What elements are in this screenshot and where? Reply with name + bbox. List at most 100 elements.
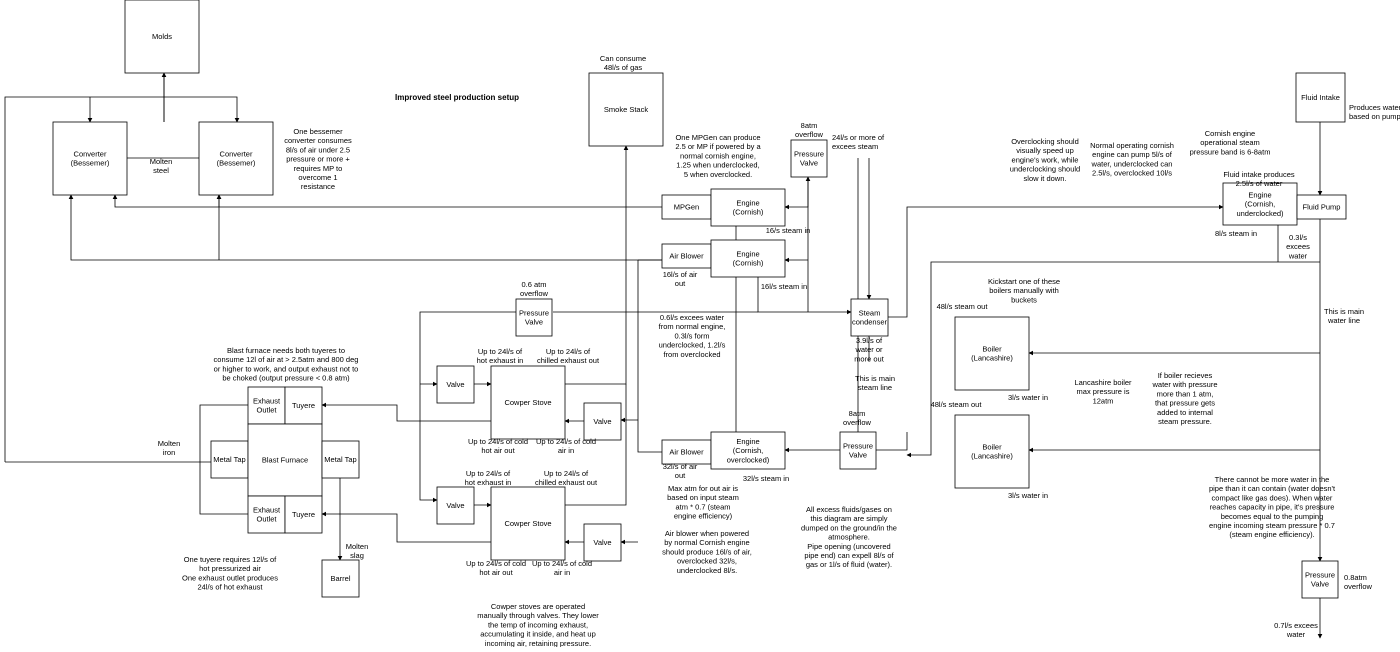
molds-node: Molds <box>124 0 200 74</box>
cowper-stove-bottom-box <box>490 486 566 561</box>
barrel-node: Barrel <box>321 559 360 598</box>
connector-line <box>876 432 908 451</box>
smoke-stack-node: Smoke Stack <box>588 72 664 147</box>
cowper-stove-bottom-text: Cowper Stove <box>504 519 551 528</box>
blast-furnace-text: Blast Furnace <box>262 456 308 465</box>
valve-1-box <box>436 365 475 404</box>
valve-4-box <box>583 523 622 562</box>
water-in-3-bottom-text: 3l/s water in <box>1008 491 1048 500</box>
metal-tap-left-text: Metal Tap <box>213 455 245 464</box>
steam-out-48-bottom-text: 48l/s steam out <box>931 400 983 409</box>
pressure-valve-left-box <box>515 298 553 337</box>
boiler-bottom-box <box>954 414 1030 489</box>
valve-3-node: Valve <box>436 486 475 525</box>
connector-line <box>321 511 491 543</box>
fluid-intake-text: Fluid Intake <box>1301 93 1340 102</box>
engine-mpgen-node: Engine(Cornish) <box>710 188 786 227</box>
valve-4-text: Valve <box>593 538 611 547</box>
diagram-title: Improved steel production setup <box>395 93 519 102</box>
connector-line <box>4 96 240 462</box>
engine-fluid-node: Engine(Cornish,underclocked) <box>1222 182 1298 226</box>
tuyere-top-text: Tuyere <box>292 401 315 410</box>
boiler-bottom-text: Boiler(Lancashire) <box>971 443 1013 461</box>
water-in-3-top-text: 3l/s water in <box>1008 393 1048 402</box>
molds-box <box>124 0 200 74</box>
converter-left-box <box>52 121 128 196</box>
engine-blower-top-box <box>710 239 786 278</box>
pressure-valve-top-box <box>790 139 828 178</box>
blast-furnace-node: Blast Furnace <box>247 423 323 497</box>
air-blower-bottom-box <box>661 439 712 465</box>
pressure-valve-mid-box <box>839 431 877 470</box>
cowper-stove-bottom-node: Cowper Stove <box>490 486 566 561</box>
barrel-box <box>321 559 360 598</box>
boiler-top-node: Boiler(Lancashire) <box>954 316 1030 391</box>
engine-fluid-text: Engine(Cornish,underclocked) <box>1236 190 1284 217</box>
metal-tap-right-box <box>321 440 360 479</box>
converter-left-text: Converter(Bessemer) <box>71 150 110 168</box>
mpgen-box <box>661 194 712 220</box>
air-blower-bottom-text: Air Blower <box>669 448 704 457</box>
steam-in-16-b-text: 16l/s steam in <box>761 282 807 291</box>
tuyere-bottom-box <box>284 495 323 534</box>
cowper-stove-top-box <box>490 365 566 440</box>
exhaust-outlet-top-box <box>247 386 286 425</box>
engine-mpgen-text: Engine(Cornish) <box>733 199 764 217</box>
engine-fluid-box <box>1222 182 1298 226</box>
engine-blower-bottom-node: Engine(Cornish,overclocked) <box>710 431 786 470</box>
barrel-text: Barrel <box>330 574 350 583</box>
fluid-intake-node: Fluid Intake <box>1295 72 1346 123</box>
converter-right-box <box>198 121 274 196</box>
converter-right-text: Converter(Bessemer) <box>217 150 256 168</box>
fluid-intake-box <box>1295 72 1346 123</box>
steam-out-48-top-text: 48l/s steam out <box>937 302 989 311</box>
air-blower-top-node: Air Blower <box>661 243 712 269</box>
cowper-stove-top-node: Cowper Stove <box>490 365 566 440</box>
metal-tap-right-text: Metal Tap <box>324 455 356 464</box>
valve-4-node: Valve <box>583 523 622 562</box>
fluid-pump-text: Fluid Pump <box>1303 203 1341 212</box>
tuyere-top-node: Tuyere <box>284 386 323 425</box>
air-blower-top-box <box>661 243 712 269</box>
connector-line <box>906 261 1320 458</box>
valve-2-node: Valve <box>583 402 622 441</box>
engine-blower-bottom-text: Engine(Cornish,overclocked) <box>727 437 770 464</box>
valve-2-box <box>583 402 622 441</box>
metal-tap-left-box <box>210 440 249 479</box>
connector-line <box>321 402 491 422</box>
